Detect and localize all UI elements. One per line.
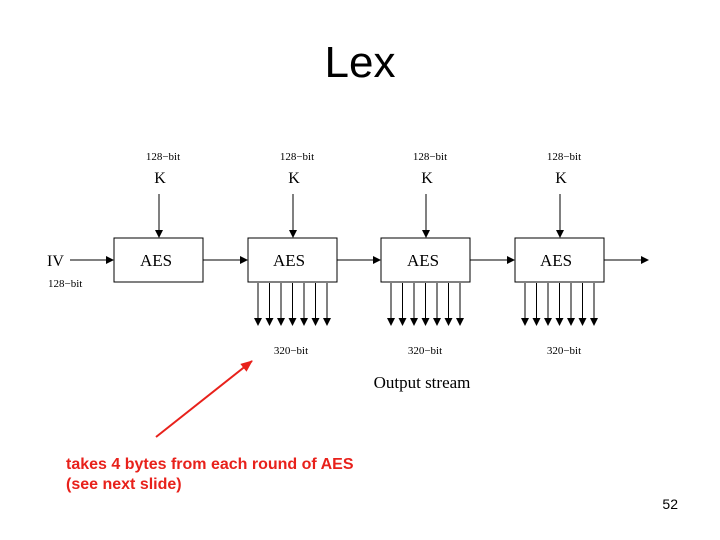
key-label-3: K xyxy=(421,170,433,187)
aes-label-3: AES xyxy=(407,251,439,270)
aes-label-1: AES xyxy=(140,251,172,270)
key-size-label-3: 128−bit xyxy=(413,151,447,163)
annotation-text: takes 4 bytes from each round of AES (se… xyxy=(66,455,353,495)
output-arrows-2 xyxy=(254,283,331,326)
slide-title: Lex xyxy=(324,38,396,87)
key-label-2: K xyxy=(288,170,300,187)
key-size-label-4: 128−bit xyxy=(547,151,581,163)
page-number: 52 xyxy=(662,496,678,512)
output-arrows-3 xyxy=(387,283,464,326)
aes-label-4: AES xyxy=(540,251,572,270)
iv-label: IV xyxy=(47,253,64,270)
aes-box-2 xyxy=(247,237,338,283)
output-size-label-2: 320−bit xyxy=(408,345,442,357)
output-size-label-3: 320−bit xyxy=(547,345,581,357)
aes-box-1 xyxy=(113,237,204,283)
iv-size-label: 128−bit xyxy=(48,278,82,290)
key-size-label-1: 128−bit xyxy=(146,151,180,163)
key-label-4: K xyxy=(555,170,567,187)
key-label-1: K xyxy=(154,170,166,187)
annotation-line-2: (see next slide) xyxy=(66,476,182,493)
aes-box-4 xyxy=(514,237,605,283)
output-arrows-4 xyxy=(521,283,598,326)
aes-label-2: AES xyxy=(273,251,305,270)
annotation-line-1: takes 4 bytes from each round of AES xyxy=(66,456,354,473)
annotation-arrow xyxy=(155,360,253,438)
key-size-label-2: 128−bit xyxy=(280,151,314,163)
output-stream-label: Output stream xyxy=(374,373,471,392)
output-size-label-1: 320−bit xyxy=(274,345,308,357)
